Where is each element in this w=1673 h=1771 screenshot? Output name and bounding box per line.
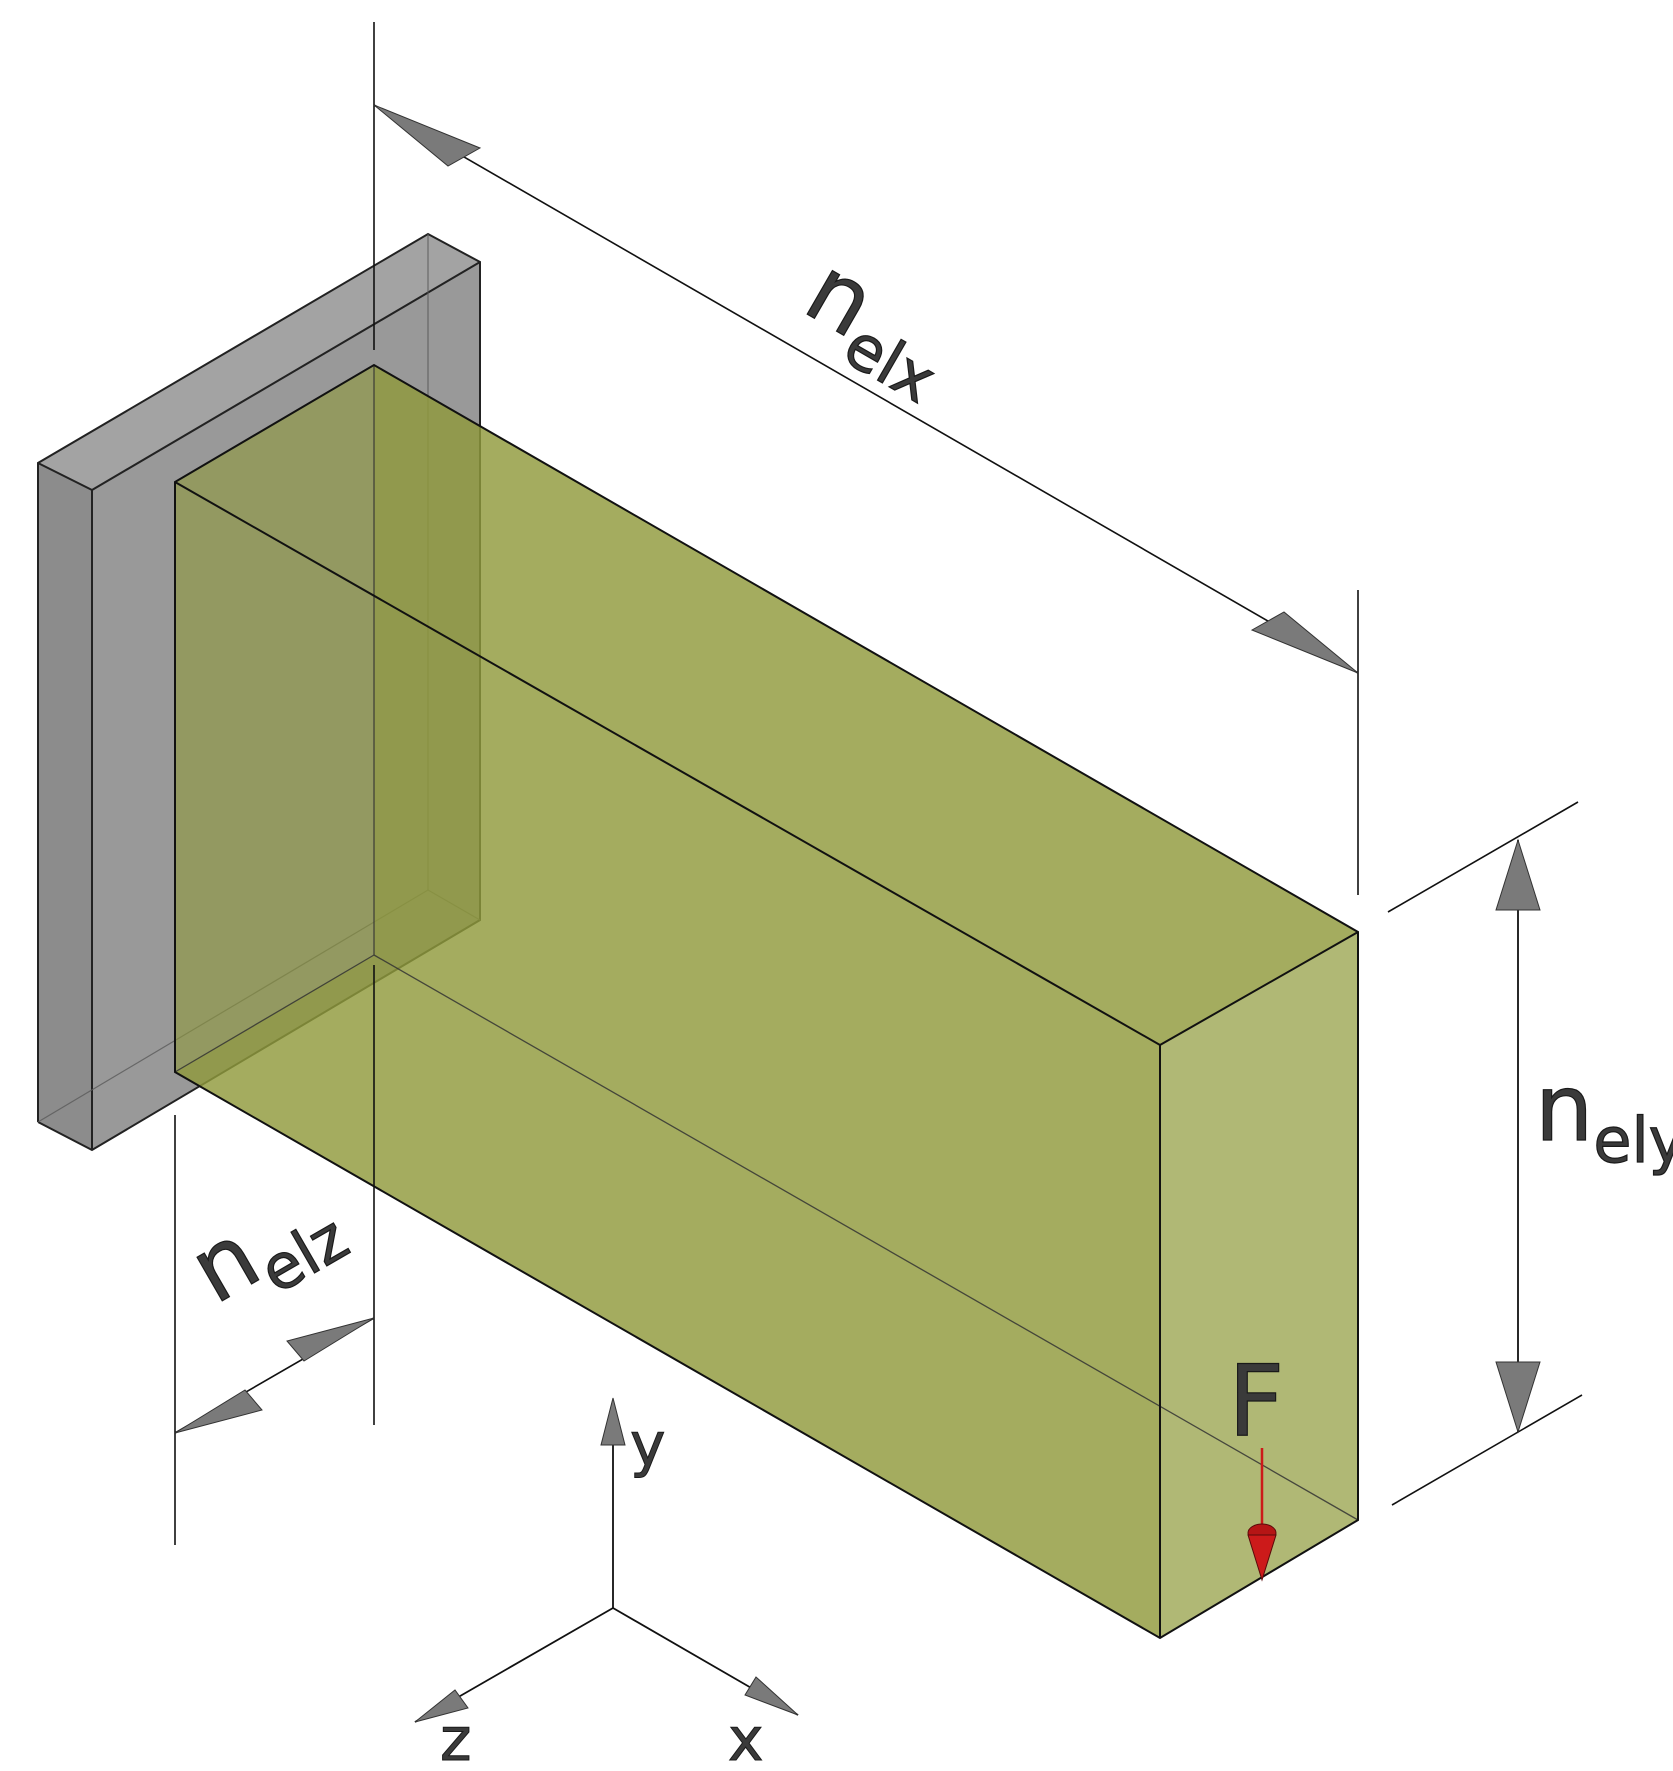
height-arrow-top	[1495, 838, 1541, 911]
depth-label: nelz	[173, 1158, 361, 1337]
support-top-face	[38, 234, 480, 490]
height-label-sub: ely	[1593, 1104, 1673, 1177]
force-label: F	[1228, 1345, 1284, 1459]
length-arrow-start	[373, 104, 482, 167]
beam-front-face	[175, 482, 1160, 1638]
z-axis-label: z	[440, 1705, 472, 1771]
dimension-height: nely	[1387, 801, 1673, 1506]
force-arrow-head	[1247, 1534, 1277, 1582]
z-axis-arrow	[414, 1689, 469, 1723]
height-label: nely	[1535, 1055, 1673, 1177]
height-arrow-bottom	[1495, 1361, 1541, 1434]
force-load: F	[1227, 1344, 1285, 1582]
length-arrow-end	[1250, 611, 1359, 674]
y-axis-arrow	[600, 1397, 626, 1446]
x-axis-arrow	[744, 1676, 799, 1716]
height-label-main: n	[1535, 1055, 1593, 1162]
beam-end-face	[1160, 932, 1358, 1638]
support-front-face	[38, 463, 92, 1150]
beam-top-face	[175, 365, 1358, 1045]
depth-arrow-end	[286, 1317, 375, 1362]
beam	[174, 363, 1359, 1640]
coordinate-axes: y z x	[414, 1397, 799, 1771]
depth-arrow-start	[174, 1389, 263, 1434]
length-label: nelx	[782, 236, 973, 417]
x-axis-label: x	[728, 1705, 764, 1771]
y-axis-label: y	[630, 1410, 666, 1480]
